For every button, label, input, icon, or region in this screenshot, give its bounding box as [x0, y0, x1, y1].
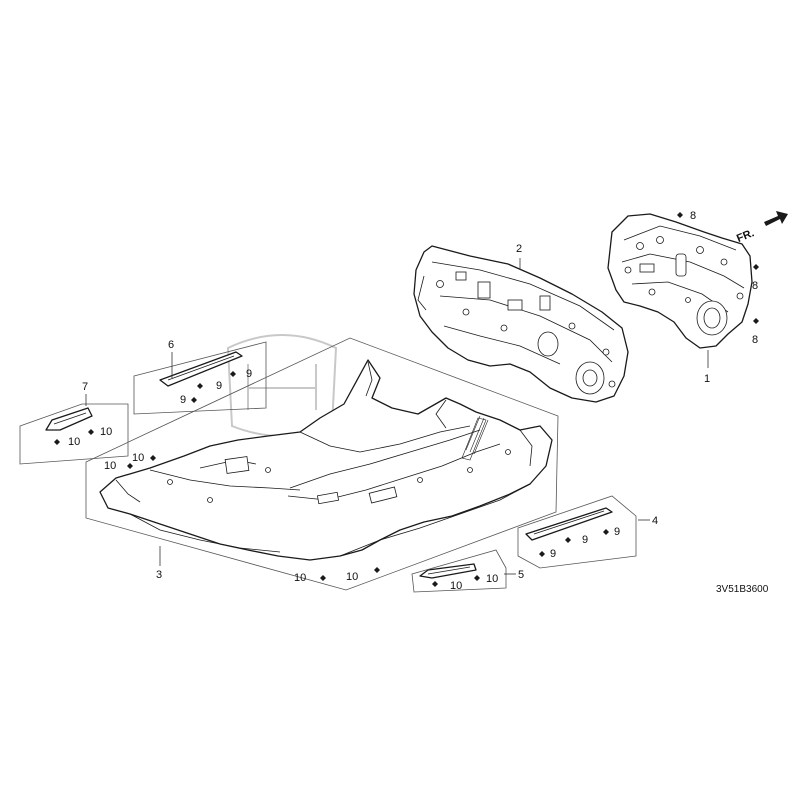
callout-part-7: 7	[82, 381, 88, 393]
callout-clip-10-h: 10	[450, 580, 462, 592]
clip-10-c	[150, 455, 156, 461]
diagram-code: 3V51B3600	[716, 584, 769, 595]
callout-part-3: 3	[156, 569, 162, 581]
clip-9-b	[197, 383, 203, 389]
callout-clip-10-e: 10	[294, 572, 306, 584]
dashboard-insulator-outer	[607, 213, 753, 349]
callout-clip-10-c: 10	[132, 452, 144, 464]
callout-part-4: 4	[652, 515, 658, 527]
corner-trim	[45, 407, 93, 431]
clip-10-g	[474, 575, 480, 581]
clip-9-d	[603, 529, 609, 535]
clip-9-e	[565, 537, 571, 543]
clip-10-a	[88, 429, 94, 435]
callout-clip-8-b: 8	[752, 280, 758, 292]
clip-9-a	[230, 371, 236, 377]
callout-part-5: 5	[518, 569, 524, 581]
fastener-callouts: 8 8 8 9 9 9 9 9 9 10 10 10 10 10 10 10 1…	[68, 210, 758, 592]
callout-clip-9-f: 9	[550, 548, 556, 560]
front-direction-label: FR.	[735, 227, 756, 245]
callout-clip-10-d: 10	[104, 460, 116, 472]
callout-clip-9-d: 9	[614, 526, 620, 538]
callout-clip-8-c: 8	[752, 334, 758, 346]
callout-clip-10-a: 10	[100, 426, 112, 438]
dashboard-insulator-inner	[413, 245, 629, 403]
outline-boxes	[19, 337, 637, 593]
floor-carpet	[99, 359, 553, 561]
callout-clip-9-c: 9	[180, 394, 186, 406]
side-sill-trim-short	[419, 563, 477, 579]
front-arrow-icon	[764, 211, 788, 226]
part-callouts: 1 2 3 4 5 6 7	[82, 243, 710, 581]
callout-clip-9-b: 9	[216, 380, 222, 392]
clip-9-c	[191, 397, 197, 403]
clip-8-c	[753, 318, 759, 324]
clip-10-b	[54, 439, 60, 445]
clip-10-f	[374, 567, 380, 573]
callout-clip-10-g: 10	[486, 573, 498, 585]
front-direction-indicator: FR.	[735, 211, 788, 245]
callout-clip-9-e: 9	[582, 534, 588, 546]
clip-9-f	[539, 551, 545, 557]
callout-clip-10-b: 10	[68, 436, 80, 448]
callout-clip-9-a: 9	[246, 368, 252, 380]
callout-part-6: 6	[168, 339, 174, 351]
clip-8-a	[677, 212, 683, 218]
leader-lines	[85, 258, 709, 575]
callout-clip-8-a: 8	[690, 210, 696, 222]
callout-part-1: 1	[704, 373, 710, 385]
callout-clip-10-f: 10	[346, 571, 358, 583]
clip-10-d	[127, 463, 133, 469]
clip-10-e	[320, 575, 326, 581]
clip-10-h	[432, 581, 438, 587]
fastener-clips	[54, 212, 759, 587]
side-sill-trim-long	[525, 507, 613, 541]
rear-trim-strip	[159, 351, 243, 387]
callout-part-2: 2	[516, 243, 522, 255]
clip-8-b	[753, 264, 759, 270]
